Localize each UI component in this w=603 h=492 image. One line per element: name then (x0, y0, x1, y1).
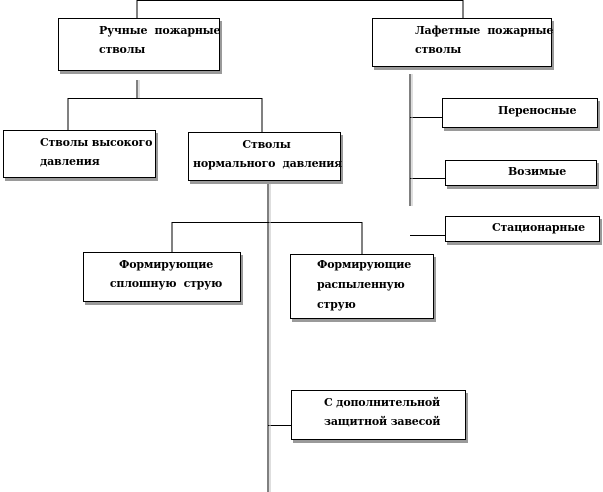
connector-manual-split (67, 80, 263, 132)
connector-top (136, 0, 464, 18)
node-spray-jet-label: Формирующие распыленную струю (317, 258, 412, 311)
node-stationary: Стационарные (445, 216, 600, 242)
node-spray-jet: Формирующие распыленную струю (290, 254, 434, 319)
node-monitor-nozzles-label: Лафетные пожарные стволы (415, 24, 554, 56)
node-protective-curtain-label: С дополнительной защитной завесой (324, 396, 441, 428)
node-monitor-nozzles: Лафетные пожарные стволы (372, 18, 554, 67)
node-portable: Переносные (442, 98, 598, 128)
node-mobile: Возимые (445, 160, 597, 186)
node-mobile-label: Возимые (508, 165, 566, 178)
node-portable-label: Переносные (498, 104, 577, 117)
node-manual-nozzles: Ручные пожарные стволы (58, 18, 220, 71)
node-manual-nozzles-label: Ручные пожарные стволы (99, 24, 221, 56)
connector-jet-split (171, 222, 363, 254)
node-normal-pressure: Стволы нормального давления (188, 132, 343, 181)
node-normal-pressure-label: Стволы нормального давления (193, 138, 343, 170)
node-protective-curtain: С дополнительной защитной завесой (291, 390, 466, 440)
node-stationary-label: Стационарные (492, 221, 585, 234)
node-high-pressure: Стволы высокого давления (3, 130, 156, 178)
node-solid-jet-label: Формирующие сплошную струю (109, 258, 223, 290)
node-solid-jet: Формирующие сплошную струю (83, 252, 241, 302)
node-high-pressure-label: Стволы высокого давления (40, 136, 153, 168)
